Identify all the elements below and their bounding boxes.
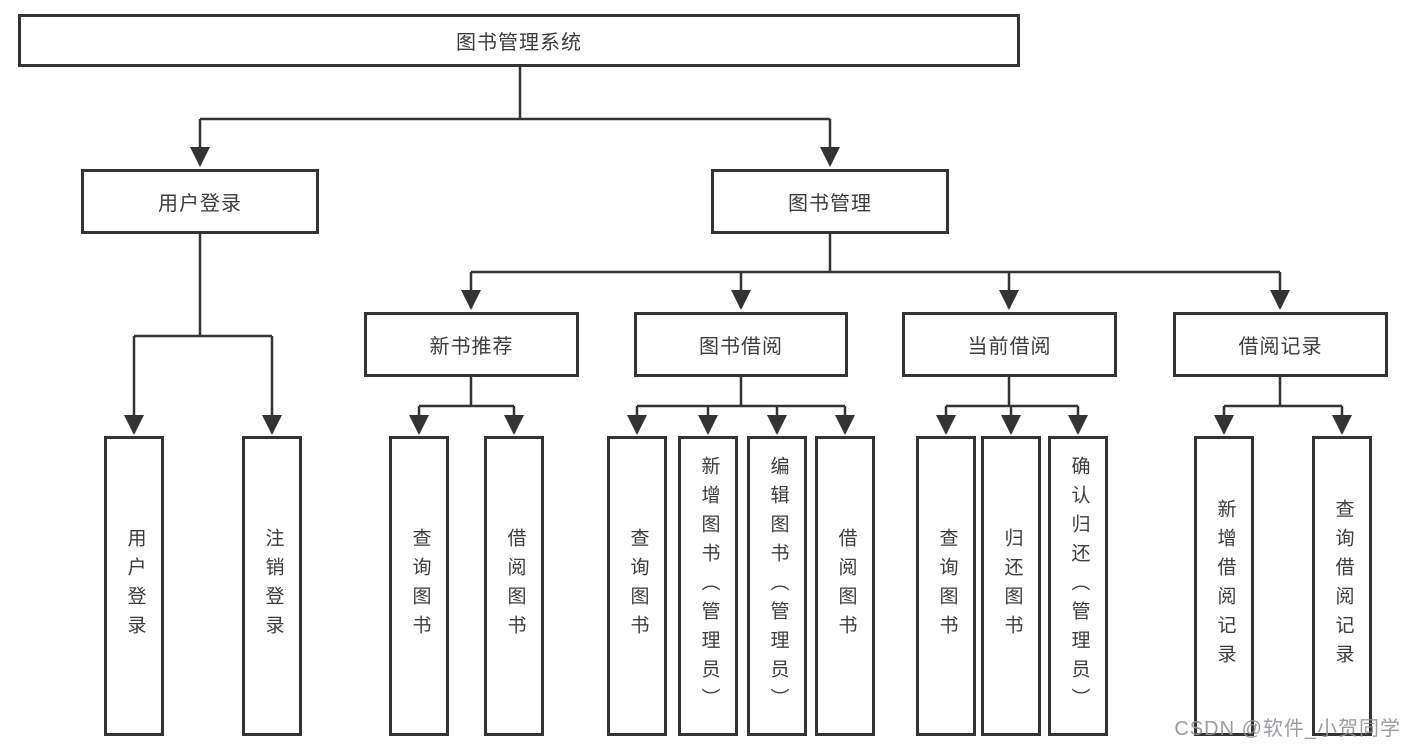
leaf-label: 注销登录: [262, 528, 284, 644]
node-label: 用户登录: [158, 193, 242, 215]
node-book-management: 图书管理: [711, 169, 949, 234]
leaf-query-books-recommend: 查询图书: [389, 436, 449, 736]
node-user-login: 用户登录: [81, 169, 319, 234]
leaf-label: 确认归还（管理员）: [1068, 455, 1090, 717]
leaf-logout: 注销登录: [242, 436, 302, 736]
leaf-query-books-current: 查询图书: [916, 436, 976, 736]
leaf-label: 查询图书: [409, 528, 431, 644]
leaf-label: 用户登录: [124, 528, 146, 644]
leaf-label: 借阅图书: [835, 528, 857, 644]
node-label: 图书借阅: [699, 336, 783, 358]
leaf-edit-book-admin: 编辑图书（管理员）: [747, 436, 807, 736]
node-new-book-recommend: 新书推荐: [364, 312, 579, 377]
leaf-label: 新增图书（管理员）: [698, 455, 720, 717]
node-label: 新书推荐: [429, 336, 514, 358]
node-book-borrow: 图书借阅: [634, 312, 848, 377]
leaf-borrow-books: 借阅图书: [815, 436, 875, 736]
leaf-label: 新增借阅记录: [1214, 499, 1236, 673]
node-borrow-records: 借阅记录: [1173, 312, 1388, 377]
leaf-label: 查询借阅记录: [1332, 499, 1354, 673]
leaf-label: 借阅图书: [504, 528, 526, 644]
node-label: 借阅记录: [1238, 336, 1323, 358]
node-label: 图书管理系统: [456, 32, 582, 54]
leaf-confirm-return-admin: 确认归还（管理员）: [1048, 436, 1108, 736]
leaf-query-borrow-record: 查询借阅记录: [1312, 436, 1372, 736]
connector-trunks: [134, 67, 1342, 408]
node-current-borrow: 当前借阅: [902, 312, 1117, 377]
leaf-label: 归还图书: [1001, 528, 1023, 644]
leaf-user-login: 用户登录: [104, 436, 164, 736]
leaf-add-book-admin: 新增图书（管理员）: [678, 436, 738, 736]
leaf-label: 查询图书: [627, 528, 649, 644]
csdn-watermark: CSDN @软件_小贺同学: [1174, 718, 1401, 740]
leaf-label: 编辑图书（管理员）: [767, 455, 789, 717]
leaf-label: 查询图书: [936, 528, 958, 644]
leaf-add-borrow-record: 新增借阅记录: [1194, 436, 1254, 736]
leaf-borrow-books-recommend: 借阅图书: [484, 436, 544, 736]
node-library-management-system: 图书管理系统: [18, 14, 1020, 67]
leaf-query-books-borrow: 查询图书: [607, 436, 667, 736]
node-label: 图书管理: [788, 193, 872, 215]
node-label: 当前借阅: [967, 336, 1052, 358]
leaf-return-book: 归还图书: [981, 436, 1041, 736]
